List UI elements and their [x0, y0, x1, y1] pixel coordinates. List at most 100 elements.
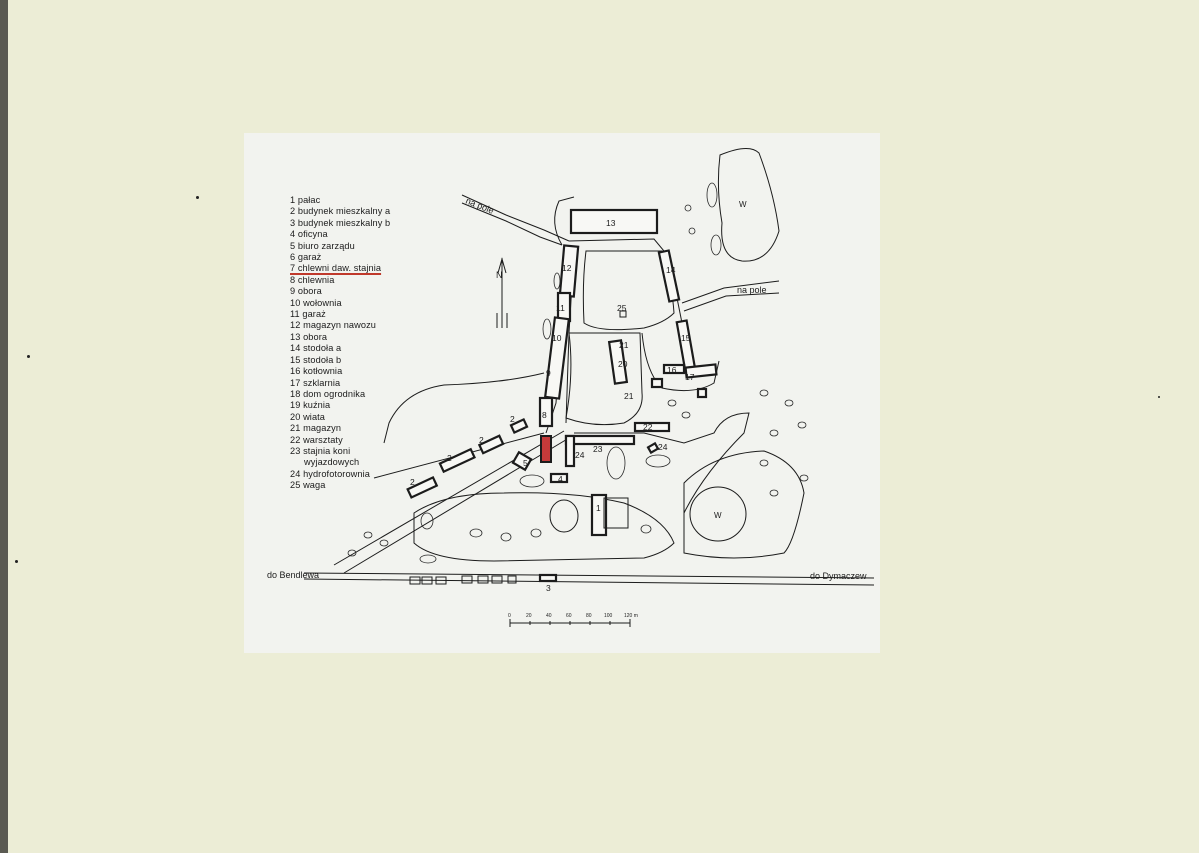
- building-20-21: [607, 339, 629, 385]
- tree: [379, 539, 389, 547]
- tree: [363, 531, 373, 539]
- num-24b: 24: [658, 442, 668, 452]
- building-10-9: [543, 316, 571, 400]
- num-4: 4: [558, 474, 563, 484]
- num-15: 15: [681, 333, 691, 343]
- palace-pond: [549, 499, 579, 533]
- num-9: 9: [546, 368, 551, 378]
- num-25: 25: [617, 303, 627, 313]
- dust-speck: [196, 196, 199, 199]
- building-17: [684, 363, 718, 379]
- tree: [530, 528, 542, 538]
- num-1: 1: [596, 503, 601, 513]
- outbuilding: [507, 575, 517, 584]
- legend-item: 18 dom ogrodnika: [290, 388, 366, 399]
- legend-item: 1 pałac: [290, 195, 321, 205]
- tree: [640, 524, 652, 534]
- building-23: [564, 434, 636, 446]
- avenue-diagonal: [333, 430, 565, 566]
- scale-80: 80: [586, 613, 592, 619]
- road-na-pole-north: [461, 194, 570, 242]
- legend-item: 11 garaż: [290, 309, 326, 320]
- num-2c: 2: [479, 435, 484, 445]
- scale-60: 60: [566, 613, 572, 619]
- legend-item: 14 stodoła a: [290, 343, 342, 354]
- building-2b: [438, 447, 476, 474]
- legend-item: 23 stajnia koni: [290, 445, 351, 456]
- scale-40: 40: [546, 613, 552, 619]
- scale-0: 0: [508, 613, 511, 619]
- north-arrow: [497, 257, 507, 328]
- building-24: [646, 441, 660, 455]
- outbuilding: [435, 576, 447, 585]
- num-11: 11: [556, 303, 565, 313]
- legend-item: 2 budynek mieszkalny a: [290, 206, 391, 217]
- num-21b: 21: [624, 391, 634, 401]
- legend-item: wyjazdowych: [304, 457, 360, 468]
- num-12: 12: [562, 263, 572, 273]
- legend-item: 7 chlewni daw. stajnia: [290, 263, 382, 274]
- scale-20: 20: [526, 613, 532, 619]
- west-ridge: [383, 372, 545, 444]
- label-do-dymaczew: do Dymaczew: [810, 571, 867, 581]
- legend-item: 22 warsztaty: [290, 434, 343, 445]
- legend-item: 10 wołownia: [290, 297, 342, 308]
- tree: [797, 421, 807, 429]
- tree: [684, 204, 692, 212]
- legend-item: 17 szklarnia: [290, 377, 341, 388]
- legend-item: 16 kotłownia: [290, 366, 343, 377]
- building-4: [549, 472, 569, 484]
- building-14: [657, 249, 681, 303]
- legend-item: 24 hydrofotorownia: [290, 468, 370, 479]
- building-2c: [477, 434, 505, 455]
- farm-track: [554, 196, 575, 246]
- pond-east-label: W: [714, 511, 722, 520]
- outbuilding: [421, 576, 433, 585]
- tree-cluster: [420, 512, 434, 530]
- main-road: [303, 572, 875, 579]
- tree: [688, 227, 696, 235]
- building-19: [696, 387, 708, 399]
- building-13: [569, 208, 659, 235]
- building-22: [633, 421, 671, 433]
- outbuilding: [461, 575, 473, 584]
- num-2d: 2: [510, 414, 515, 424]
- scale-bar: [509, 619, 631, 627]
- building-2a: [406, 475, 439, 499]
- legend-item: 9 obora: [290, 286, 322, 297]
- dust-speck: [1158, 396, 1160, 398]
- num-17: 17: [685, 372, 695, 382]
- legend-item: 8 chlewnia: [290, 274, 335, 285]
- pond-east: [689, 486, 747, 542]
- legend-item: 15 stodoła b: [290, 354, 342, 365]
- north-label: N: [496, 270, 503, 280]
- building-3: [538, 573, 558, 583]
- tree-cluster: [553, 272, 561, 290]
- tree: [500, 532, 512, 542]
- pond-north-label: W: [739, 200, 747, 209]
- num-3: 3: [546, 583, 551, 593]
- building-numbers: 13 12 14 11 10 25 9 8 15 21 20 21 16 17 …: [410, 218, 695, 593]
- legend-item: 19 kuźnia: [290, 400, 331, 411]
- label-na-pole-north: na pole: [464, 196, 495, 216]
- pond-north: [717, 148, 780, 262]
- tree-cluster: [710, 234, 722, 256]
- legend-item: 4 oficyna: [290, 229, 328, 240]
- num-24a: 24: [575, 450, 585, 460]
- tree: [759, 389, 769, 397]
- legend-item: 21 magazyn: [290, 423, 342, 434]
- tree: [759, 459, 769, 467]
- tree-cluster: [606, 446, 626, 480]
- building-8: [538, 396, 554, 428]
- legend-item: 13 obora: [290, 331, 328, 342]
- outbuilding: [409, 576, 421, 585]
- building-24-wing: [564, 434, 576, 468]
- legend-item: 25 waga: [290, 480, 326, 491]
- outbuilding: [491, 575, 503, 584]
- num-20: 20: [618, 359, 628, 369]
- tree: [769, 429, 779, 437]
- building-2-small: [509, 417, 529, 435]
